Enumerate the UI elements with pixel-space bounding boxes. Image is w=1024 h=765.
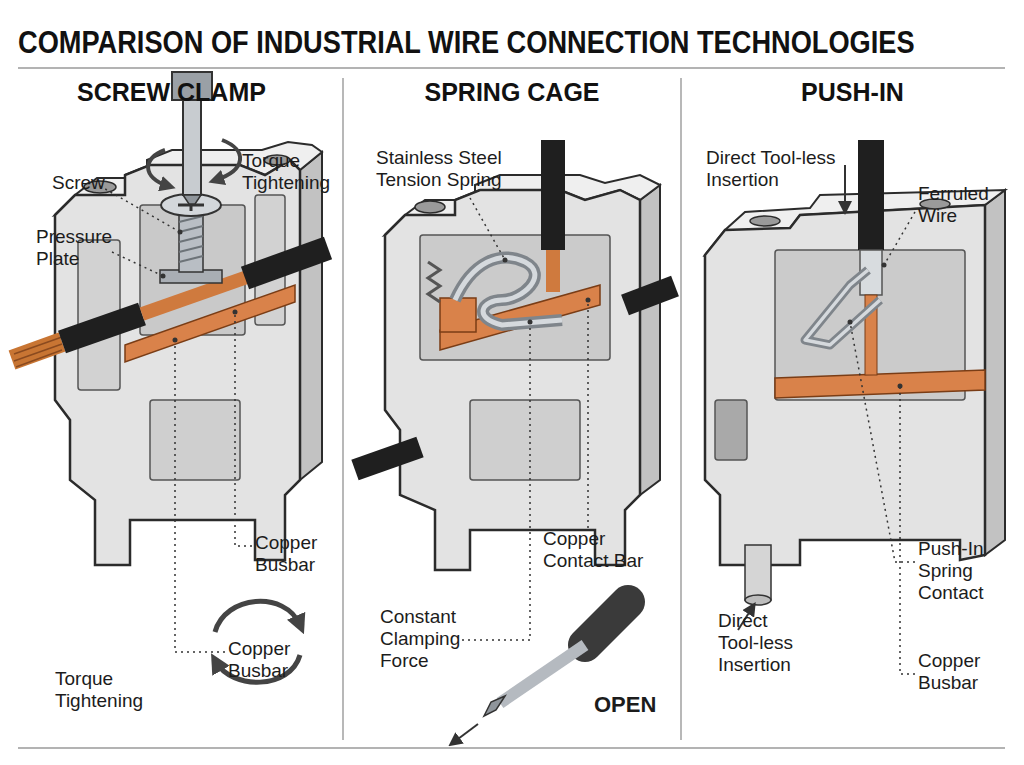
housing-side [985,190,1005,555]
release-pin [745,545,771,600]
callout-label: OPEN [594,694,674,716]
leader-line [884,212,915,265]
screw-thread [179,236,203,242]
callout-label: Torque Tightening [55,668,155,712]
callout-label: Screw [52,172,132,194]
open-arrow [454,724,478,742]
callout-label: Torque Tightening [242,150,342,194]
callout-label: Stainless Steel Tension Spring [376,147,526,191]
callout-label: Copper Busbar [228,638,318,682]
callout-label: Constant Clamping Force [380,606,480,672]
strand-line [16,350,62,367]
copper-strands [12,342,62,360]
panel-heading: SCREW CLAMP [0,77,343,107]
screw-hole [415,201,445,213]
housing-side [640,185,660,495]
spring-cavity [420,235,610,360]
leader-line [850,322,915,562]
diagram-title: COMPARISON OF INDUSTRIAL WIRE CONNECTION… [18,22,915,62]
torque-arrow [148,150,168,186]
torque-arrow [216,140,240,180]
wire-insulation [541,140,565,250]
screw-thread [179,226,203,232]
panel-divider [342,78,344,740]
screw-thread [179,256,203,262]
insertion-arrow [844,165,846,208]
bottom-rule [18,747,1005,749]
tension-spring [455,258,562,325]
entry-hole [750,216,780,226]
callout-label: Pressure Plate [36,226,126,270]
housing-window [150,400,240,480]
wire-conductor [546,250,560,292]
leader-dot [528,320,533,325]
leader-line [100,186,180,232]
leader-dot [898,384,903,389]
screw-thread [179,246,203,252]
panel-heading: PUSH-IN [681,77,1024,107]
housing-window [715,400,747,460]
leader-dot [882,263,887,268]
leader-dot [178,230,183,235]
leader-line [587,300,589,528]
tension-spring-highlight [455,258,562,325]
leader-dot [503,258,508,263]
leader-dot [233,310,238,315]
copper-contact-block [440,298,476,332]
callout-label: Ferruled Wire [918,183,1003,227]
screw-shaft [179,212,203,272]
screwdriver-tip [484,696,505,716]
leader-line [235,312,252,546]
wire-insulation [355,447,420,470]
wire-insulation [625,286,675,305]
screwdriver-shaft [183,100,201,195]
wire-insulation [858,140,884,250]
leader-dot [848,320,853,325]
callout-label: Direct Tool-less Insertion [706,147,856,191]
housing-window [470,400,580,480]
terminal-housing [385,190,640,570]
callout-label: Push-In Spring Contact [918,538,1008,604]
housing-side [300,152,322,480]
push-in-spring [805,270,880,345]
rotation-arrow [215,601,300,632]
callout-label: Copper Busbar [255,532,345,576]
screwdriver-handle [585,602,628,645]
leader-line [462,322,530,640]
leader-line [900,386,915,674]
strand-line [14,337,62,354]
wire-insulation [62,314,142,342]
wire-insulation [245,248,328,278]
leader-line [175,340,225,652]
copper-busbar [775,370,985,398]
leader-line [470,198,505,260]
callout-label: Direct Tool-less Insertion [718,610,813,676]
screwdriver-shaft [500,645,585,703]
release-pin-end [745,595,771,605]
screw-head [161,194,221,216]
callout-label: Copper Busbar [918,650,1008,694]
push-in-spring-highlight [805,270,880,345]
title-rule [18,67,1005,69]
coil-spring [428,262,440,302]
terminal-housing [55,160,300,565]
leader-line [112,252,163,276]
leader-dot [173,338,178,343]
panel-heading: SPRING CAGE [343,77,681,107]
panel-divider [680,78,682,740]
screwdriver-tip [183,195,201,204]
terminal-housing [705,205,985,565]
leader-dot [586,298,591,303]
leader-dot [161,274,166,279]
callout-label: Copper Contact Bar [543,528,658,572]
